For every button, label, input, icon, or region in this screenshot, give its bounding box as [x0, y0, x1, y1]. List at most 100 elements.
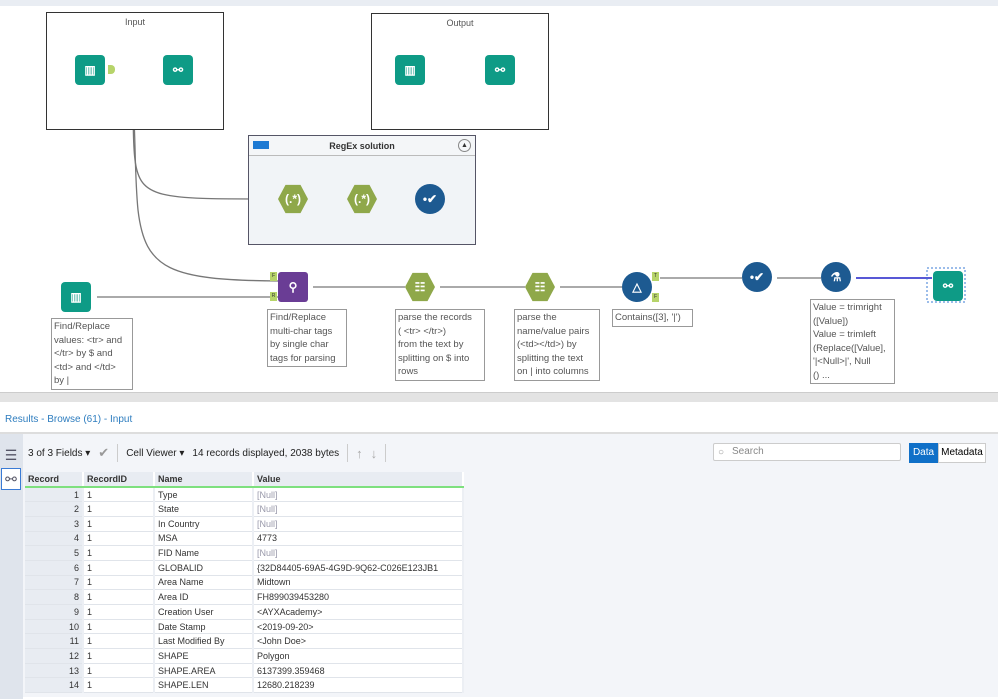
record-cell[interactable]: 6: [25, 560, 84, 576]
recordid-cell[interactable]: 1: [83, 663, 155, 679]
recordid-cell[interactable]: 1: [83, 531, 155, 547]
record-cell[interactable]: 5: [25, 545, 84, 561]
record-cell[interactable]: 14: [25, 677, 84, 694]
name-cell[interactable]: Type: [154, 487, 254, 503]
value-cell[interactable]: [Null]: [253, 545, 464, 561]
recordid-cell[interactable]: 1: [83, 545, 155, 561]
recordid-cell[interactable]: 1: [83, 501, 155, 517]
browse-tool-icon[interactable]: ⚯: [485, 55, 515, 85]
recordid-cell[interactable]: 1: [83, 619, 155, 635]
value-cell[interactable]: {32D84405-69A5-4G9D-9Q62-C026E123JB1: [253, 560, 464, 576]
value-cell[interactable]: FH899039453280: [253, 589, 464, 605]
record-cell[interactable]: 11: [25, 633, 84, 650]
name-cell[interactable]: Date Stamp: [154, 619, 254, 635]
record-cell[interactable]: 2: [25, 501, 84, 517]
search-input[interactable]: ○Search: [713, 443, 901, 461]
text-input-tool-icon[interactable]: ▥: [61, 282, 91, 312]
column-header-recordid[interactable]: RecordID: [83, 472, 155, 488]
regex-tool-icon[interactable]: (.*): [347, 184, 377, 214]
value-cell[interactable]: Midtown: [253, 575, 464, 591]
pane-splitter[interactable]: [0, 392, 998, 402]
record-cell[interactable]: 10: [25, 619, 84, 635]
value-cell[interactable]: <AYXAcademy>: [253, 604, 464, 620]
recordid-cell[interactable]: 1: [83, 677, 155, 694]
name-cell[interactable]: Creation User: [154, 604, 254, 620]
browse-tool-icon[interactable]: ⚯: [163, 55, 193, 85]
input-data-tool-icon[interactable]: ▥: [395, 55, 425, 85]
name-cell[interactable]: FID Name: [154, 545, 254, 561]
recordid-cell[interactable]: 1: [83, 575, 155, 591]
cell-viewer-dropdown[interactable]: Cell Viewer ▾: [126, 447, 185, 459]
value-cell[interactable]: <2019-09-20>: [253, 619, 464, 635]
workflow-canvas[interactable]: Input Output RegEx solution▲ ▥ ⚯ ▥ ⚯ (.*…: [0, 0, 998, 392]
metadata-button[interactable]: Metadata: [938, 443, 986, 463]
data-button[interactable]: Data: [909, 443, 938, 463]
name-cell[interactable]: Last Modified By: [154, 633, 254, 650]
regex-tool-icon[interactable]: (.*): [278, 184, 308, 214]
name-cell[interactable]: SHAPE: [154, 648, 254, 664]
recordid-cell[interactable]: 1: [83, 648, 155, 664]
value-cell[interactable]: <John Doe>: [253, 633, 464, 650]
recordid-cell[interactable]: 1: [83, 516, 155, 532]
name-cell[interactable]: MSA: [154, 531, 254, 547]
value-cell[interactable]: 4773: [253, 531, 464, 547]
select-tool-icon[interactable]: •✔: [415, 184, 445, 214]
value-cell[interactable]: [Null]: [253, 516, 464, 532]
list-view-icon[interactable]: ☰: [4, 446, 18, 463]
input-container[interactable]: Input: [46, 12, 224, 130]
record-cell[interactable]: 13: [25, 663, 84, 679]
name-cell[interactable]: In Country: [154, 516, 254, 532]
collapse-icon[interactable]: ▲: [458, 139, 471, 152]
value-cell[interactable]: 6137399.359468: [253, 663, 464, 679]
browse-tool-icon[interactable]: ⚯: [933, 271, 963, 301]
text-to-columns-tool-icon[interactable]: ☷: [405, 272, 435, 302]
name-cell[interactable]: Area Name: [154, 575, 254, 591]
value-cell[interactable]: Polygon: [253, 648, 464, 664]
text-to-columns-tool-icon[interactable]: ☷: [525, 272, 555, 302]
record-cell[interactable]: 8: [25, 589, 84, 605]
column-header-record[interactable]: Record: [25, 472, 84, 488]
name-cell[interactable]: SHAPE.LEN: [154, 677, 254, 694]
recordid-cell[interactable]: 1: [83, 604, 155, 620]
name-cell[interactable]: Area ID: [154, 589, 254, 605]
name-cell[interactable]: GLOBALID: [154, 560, 254, 576]
value-cell[interactable]: 12680.218239: [253, 677, 464, 694]
value-cell[interactable]: [Null]: [253, 501, 464, 517]
record-cell[interactable]: 3: [25, 516, 84, 532]
input-data-tool-icon[interactable]: ▥: [75, 55, 105, 85]
name-cell[interactable]: SHAPE.AREA: [154, 663, 254, 679]
value-cell[interactable]: [Null]: [253, 487, 464, 503]
record-cell[interactable]: 4: [25, 531, 84, 547]
find-replace-tool-icon[interactable]: ⚲: [278, 272, 308, 302]
filter-tool-icon[interactable]: △: [622, 272, 652, 302]
fields-dropdown[interactable]: 3 of 3 Fields ▾: [28, 447, 91, 459]
name-cell[interactable]: State: [154, 501, 254, 517]
recordid-cell[interactable]: 1: [83, 633, 155, 650]
column-header-value[interactable]: Value: [253, 472, 464, 488]
record-cell[interactable]: 7: [25, 575, 84, 591]
record-cell[interactable]: 12: [25, 648, 84, 664]
checkmark-icon[interactable]: ✔: [98, 445, 110, 460]
recordid-cell[interactable]: 1: [83, 487, 155, 503]
recordid-cell[interactable]: 1: [83, 589, 155, 605]
record-cell[interactable]: 1: [25, 487, 84, 503]
record-cell[interactable]: 9: [25, 604, 84, 620]
arrow-up-icon[interactable]: ↑: [356, 445, 363, 461]
recordid-cell[interactable]: 1: [83, 560, 155, 576]
container-toggle-icon[interactable]: [253, 141, 269, 149]
arrow-down-icon[interactable]: ↓: [370, 445, 378, 461]
binoculars-icon[interactable]: ⚯: [1, 468, 21, 490]
select-tool-icon[interactable]: •✔: [742, 262, 772, 292]
column-header-name[interactable]: Name: [154, 472, 254, 488]
